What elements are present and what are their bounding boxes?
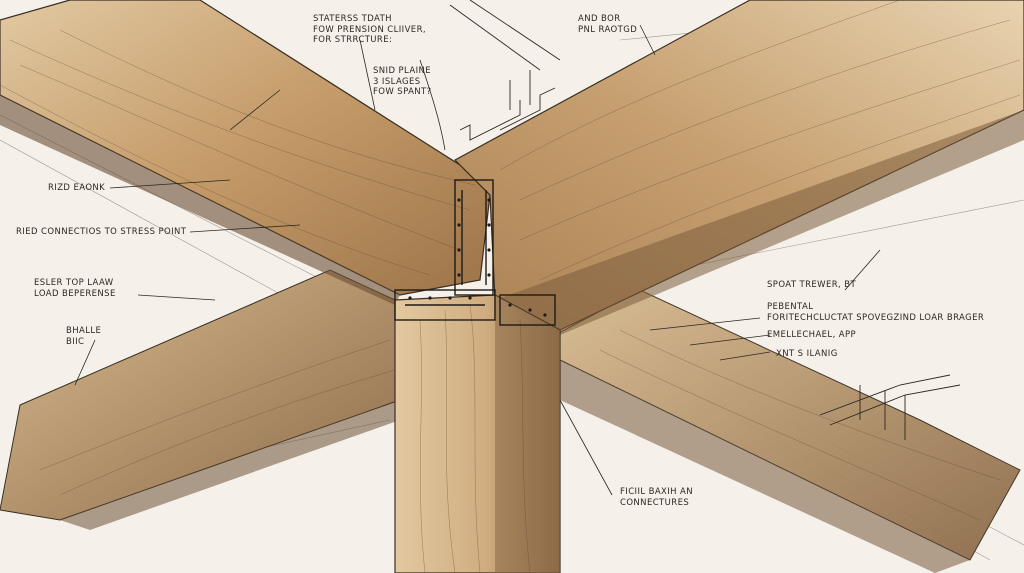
annotation-right-1: SPOAT TREWER, BT	[767, 280, 856, 291]
annotation-line: FOW PRENSION CLIIVER,	[313, 24, 426, 35]
annotation-bottom-center: FICIIL BAXIH AN CONNECTURES	[620, 487, 693, 508]
annotation-line: PEBENTAL	[767, 302, 814, 312]
annotation-left-3: ESLER TOP LAAW LOAD BEPERENSE	[34, 278, 116, 299]
annotation-left-4: BHALLE BIIC	[66, 326, 101, 347]
annotation-top-right: AND BOR PNL RAOTGD	[578, 14, 637, 35]
annotation-line: XNT S ILANIG	[776, 349, 838, 359]
leader-lines	[74, 24, 881, 496]
annotation-line: RIZD EAONK	[48, 183, 106, 193]
annotation-line: CONNECTURES	[620, 497, 690, 508]
annotation-right-2: PEBENTAL FORITECHCLUCTAT SPOVEGZIND LOAR…	[767, 302, 984, 323]
annotation-line: AND BOR	[578, 14, 621, 24]
steel-connector	[394, 179, 556, 326]
top-bracket-detail	[449, 0, 561, 141]
annotation-line: SPOAT TREWER, BT	[767, 280, 857, 290]
annotation-left-2: RIED CONNECTIOS TO STRESS POINT	[16, 227, 186, 238]
annotation-line: EMELLECHAEL, APP	[767, 330, 857, 340]
annotation-right-4: XNT S ILANIG	[776, 349, 838, 360]
main-left-beam-underside	[0, 95, 400, 305]
annotation-line: FOR STRRCTURE:	[313, 35, 393, 46]
annotation-line: BHALLE	[66, 326, 102, 336]
right-bracket-detail	[819, 374, 961, 440]
annotation-line: LOAD BEPERENSE	[34, 288, 116, 299]
annotation-line: BIIC	[66, 336, 85, 347]
annotation-line: STATERSS TDATH	[313, 14, 392, 24]
annotation-line: SNID PLAINE	[373, 66, 432, 76]
annotation-line: FOW SPANT?	[373, 87, 432, 98]
annotation-line: PNL RAOTGD	[578, 24, 638, 35]
annotation-line: FORITECHCLUCTAT SPOVEGZIND LOAR BRAGER	[767, 312, 985, 323]
lower-left-beam-side	[60, 400, 400, 530]
lower-right-beam-shadow	[560, 360, 970, 573]
annotation-line: FICIIL BAXIH AN	[620, 487, 694, 497]
annotation-line: ESLER TOP LAAW	[34, 278, 114, 288]
annotation-right-3: EMELLECHAEL, APP	[767, 330, 856, 341]
annotation-top-center: STATERSS TDATH FOW PRENSION CLIIVER, FOR…	[313, 14, 426, 46]
annotation-mid-top: SNID PLAINE 3 ISLAGES FOW SPANT?	[373, 66, 432, 98]
bolt-heads	[408, 198, 547, 317]
vertical-post-shade	[495, 295, 560, 573]
main-right-beam-underside	[495, 110, 1024, 335]
annotation-line: 3 ISLAGES	[373, 76, 421, 87]
annotation-line: RIED CONNECTIOS TO STRESS POINT	[16, 227, 187, 237]
annotation-left-1: RIZD EAONK	[48, 183, 105, 194]
